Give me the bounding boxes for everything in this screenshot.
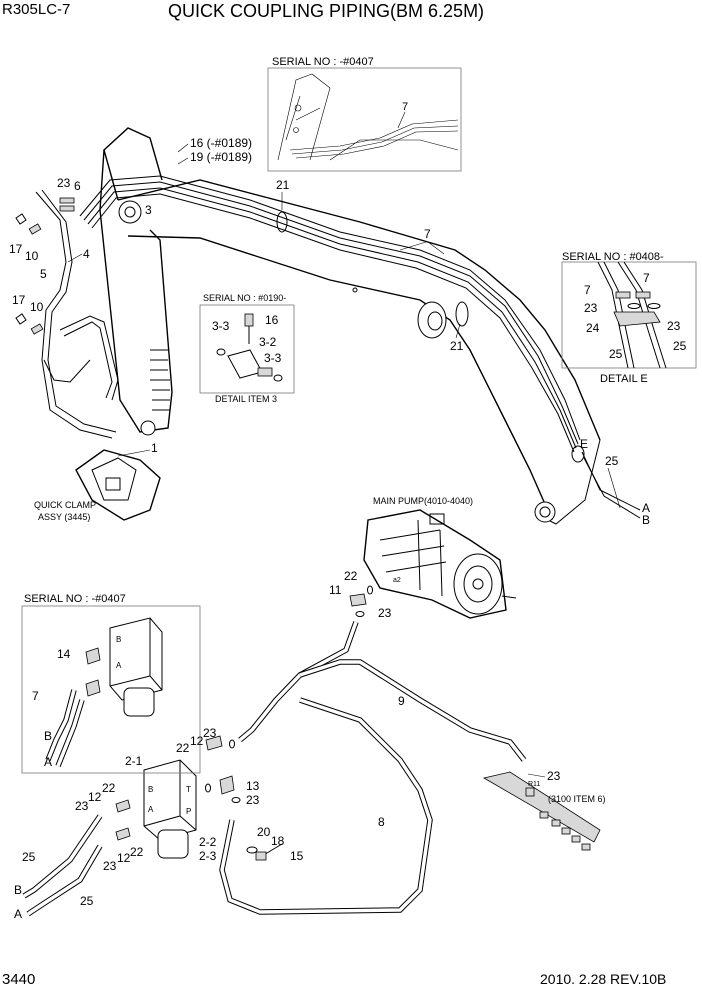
callout-3-3-a: 3-3 (212, 319, 230, 333)
callout-17-a: 17 (9, 242, 23, 256)
callout-20: 20 (257, 825, 271, 839)
main-pump: MAIN PUMP(4010-4040) a2 (363, 496, 517, 619)
model-label: R305LC-7 (2, 1, 70, 18)
callout-16-b: 16 (265, 313, 279, 327)
valve-callout-12-b: 12 (88, 790, 102, 804)
detail-callout-24: 24 (586, 321, 600, 335)
valve-port-p: P (186, 807, 191, 816)
callout-7-top: 7 (402, 101, 408, 113)
bottom-callout-A: A (14, 907, 22, 921)
bottom-callout-B: B (14, 883, 22, 897)
valve-2-1: T P B A (22, 735, 283, 917)
callout-6: 6 (74, 179, 81, 193)
callout-3: 3 (145, 203, 152, 217)
inset-detail-e-label: DETAIL E (600, 373, 648, 385)
valve-port-t: T (186, 785, 191, 794)
inset-serial-top-label: SERIAL NO : -#0407 (272, 56, 374, 68)
callout-3-3-b: 3-3 (264, 351, 282, 365)
valve-callout-23-b: 23 (246, 793, 260, 807)
valve-callout-2-1: 2-1 (125, 754, 143, 768)
inset-detail-e-serial: SERIAL NO : #0408- (562, 251, 664, 263)
callout-E: E (580, 437, 588, 451)
callout-17-b: 17 (12, 293, 26, 307)
callout-1: 1 (151, 441, 158, 455)
callout-23-manifold: 23 (547, 769, 561, 783)
left-inset-callout-B: B (44, 729, 52, 743)
callout-10-a: 10 (25, 249, 39, 263)
inset-detail-item3: SERIAL NO : #0190- DETAIL ITEM 3 (199, 293, 295, 404)
callout-4: 4 (83, 247, 90, 261)
left-inset-callout-7: 7 (32, 689, 39, 703)
page-number: 3440 (2, 971, 35, 988)
detail-callout-7-a: 7 (643, 271, 650, 285)
quick-clamp: QUICK CLAMP ASSY (3445) (34, 449, 161, 522)
valve-callout-12-a: 12 (190, 734, 204, 748)
inset-serial-top: SERIAL NO : -#0407 7 (267, 56, 462, 172)
pump-line: R11 (3100 ITEM 6) (219, 585, 606, 915)
inset-detail-item3-serial: SERIAL NO : #0190- (203, 293, 286, 303)
detail-callout-25-b: 25 (673, 339, 687, 353)
valve-callout-13: 13 (246, 779, 260, 793)
callout-21-a: 21 (276, 178, 290, 192)
callout-8: 8 (378, 815, 385, 829)
inset-detail-e: SERIAL NO : #0408- DETAIL E (561, 251, 697, 385)
pump-port-a2: a2 (393, 577, 401, 584)
callout-B-boom: B (642, 513, 650, 527)
callout-9: 9 (398, 694, 405, 708)
detail-callout-23-b: 23 (667, 319, 681, 333)
date-revision: 2010. 2.28 REV.10B (540, 971, 666, 987)
callout-23-top: 23 (57, 176, 71, 190)
left-valve-port-b: B (116, 635, 121, 644)
left-inset-callout-14: 14 (57, 647, 71, 661)
valve-callout-22-b: 22 (102, 781, 116, 795)
inset-serial-left-label: SERIAL NO : -#0407 (24, 593, 126, 605)
callout-15: 15 (290, 849, 304, 863)
valve-callout-22-a: 22 (176, 741, 190, 755)
boom-assembly (79, 127, 641, 525)
callout-25-e: 25 (605, 454, 619, 468)
callout-10-b: 10 (30, 300, 44, 314)
quick-clamp-label-2: ASSY (3445) (38, 512, 90, 522)
callout-16: 16 (-#0189) (190, 136, 252, 150)
callout-7-boom: 7 (424, 227, 431, 241)
valve-callout-22-c: 22 (130, 845, 144, 859)
valve-callout-23-a: 23 (203, 726, 217, 740)
pump-callout-23: 23 (378, 606, 392, 620)
left-inset-callout-A: A (44, 755, 52, 769)
left-hoses (15, 189, 119, 439)
callout-19: 19 (-#0189) (190, 150, 252, 164)
callout-5: 5 (40, 267, 47, 281)
bottom-callout-25-a: 25 (22, 850, 36, 864)
manifold-ref-label: (3100 ITEM 6) (548, 794, 606, 804)
callout-18: 18 (271, 834, 285, 848)
left-valve-port-a: A (116, 661, 122, 670)
valve-callout-23-d: 23 (103, 859, 117, 873)
callout-A-boom: A (642, 501, 650, 515)
quick-clamp-label-1: QUICK CLAMP (34, 500, 96, 510)
callout-3-2: 3-2 (259, 335, 277, 349)
valve-port-b: B (148, 785, 153, 794)
valve-callout-12-c: 12 (117, 851, 131, 865)
valve-callout-2-3: 2-3 (199, 849, 217, 863)
valve-callout-2-2: 2-2 (199, 835, 217, 849)
detail-callout-25-a: 25 (609, 347, 623, 361)
pump-callout-22: 22 (344, 569, 358, 583)
callout-21-b: 21 (450, 339, 464, 353)
page-title: QUICK COUPLING PIPING(BM 6.25M) (168, 1, 484, 21)
inset-serial-left: SERIAL NO : -#0407 B A (21, 593, 201, 774)
inset-detail-item3-label: DETAIL ITEM 3 (215, 394, 277, 404)
valve-callout-23-c: 23 (75, 799, 89, 813)
manifold-port-r11: R11 (528, 781, 540, 788)
valve-port-a: A (148, 805, 154, 814)
pump-callout-11: 11 (329, 583, 342, 597)
detail-callout-23-a: 23 (584, 301, 598, 315)
detail-callout-7-b: 7 (584, 283, 591, 297)
main-pump-label: MAIN PUMP(4010-4040) (373, 496, 473, 506)
callout-labels: 16 (-#0189) 19 (-#0189) 23 6 3 21 7 21 1… (9, 136, 687, 921)
bottom-callout-25-b: 25 (80, 894, 94, 908)
